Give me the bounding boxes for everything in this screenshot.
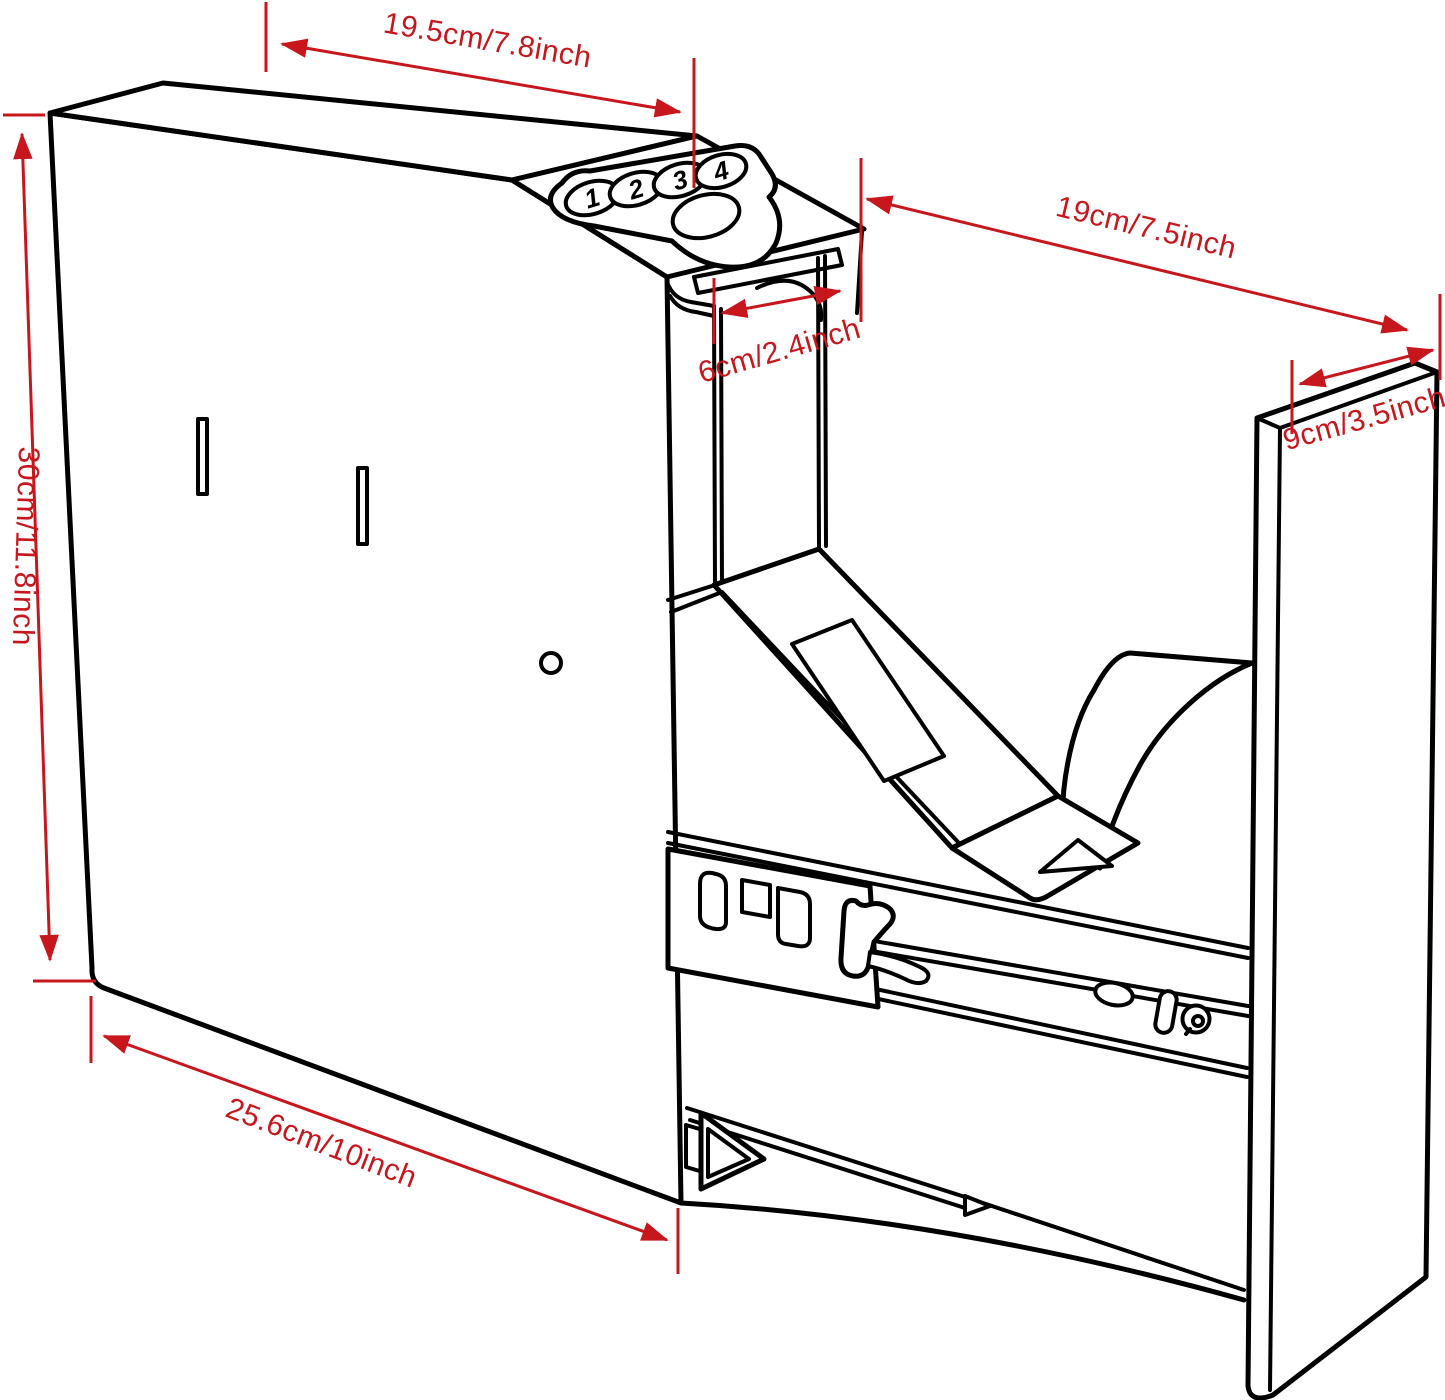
foot-cutout: [1038, 838, 1114, 874]
lock-pill-slot: [1153, 989, 1179, 1035]
drawer-bottom: [678, 1106, 1247, 1303]
curved-support-wall: [1059, 650, 1255, 871]
keypad-open-button[interactable]: [668, 187, 745, 245]
mounting-slot-left: [196, 417, 209, 496]
dimension-height: 30cm/11.8inch: [3, 113, 96, 983]
rail-latch-lever[interactable]: [838, 898, 896, 979]
holster-cutout: [790, 618, 946, 783]
dim-bottom-width-label: 25.6cm/10inch: [221, 1092, 421, 1195]
body-front-face: [47, 110, 684, 1206]
rail-hook: [866, 950, 931, 986]
dim-depth-label: 19cm/7.5inch: [1053, 190, 1240, 265]
bottom-gusset-inner: [706, 1127, 751, 1179]
gun-slot-frame: [665, 229, 864, 614]
drawer-slide-rail: [665, 830, 1250, 1079]
drawer-bottom-edge: [678, 1200, 1247, 1303]
top-slot-opening: [692, 247, 844, 295]
dim-height-label: 30cm/11.8inch: [6, 446, 45, 646]
rail-oval-hole: [1093, 980, 1135, 1008]
dimension-depth: 19cm/7.5inch: [859, 158, 1442, 380]
drawer-side-panel: [1245, 360, 1440, 1400]
key-lock[interactable]: [1180, 1003, 1212, 1036]
drawer-interior: [665, 229, 1255, 1303]
dim-top-width-label: 19.5cm/7.8inch: [381, 7, 594, 75]
screw-hole: [539, 651, 563, 675]
keypad: 1 2 3 4: [548, 143, 783, 270]
holster-bracket: [711, 546, 1141, 903]
side-panel-outline: [1245, 360, 1440, 1400]
mounting-slot-right: [356, 466, 369, 546]
keypad-button-4[interactable]: [691, 148, 750, 194]
